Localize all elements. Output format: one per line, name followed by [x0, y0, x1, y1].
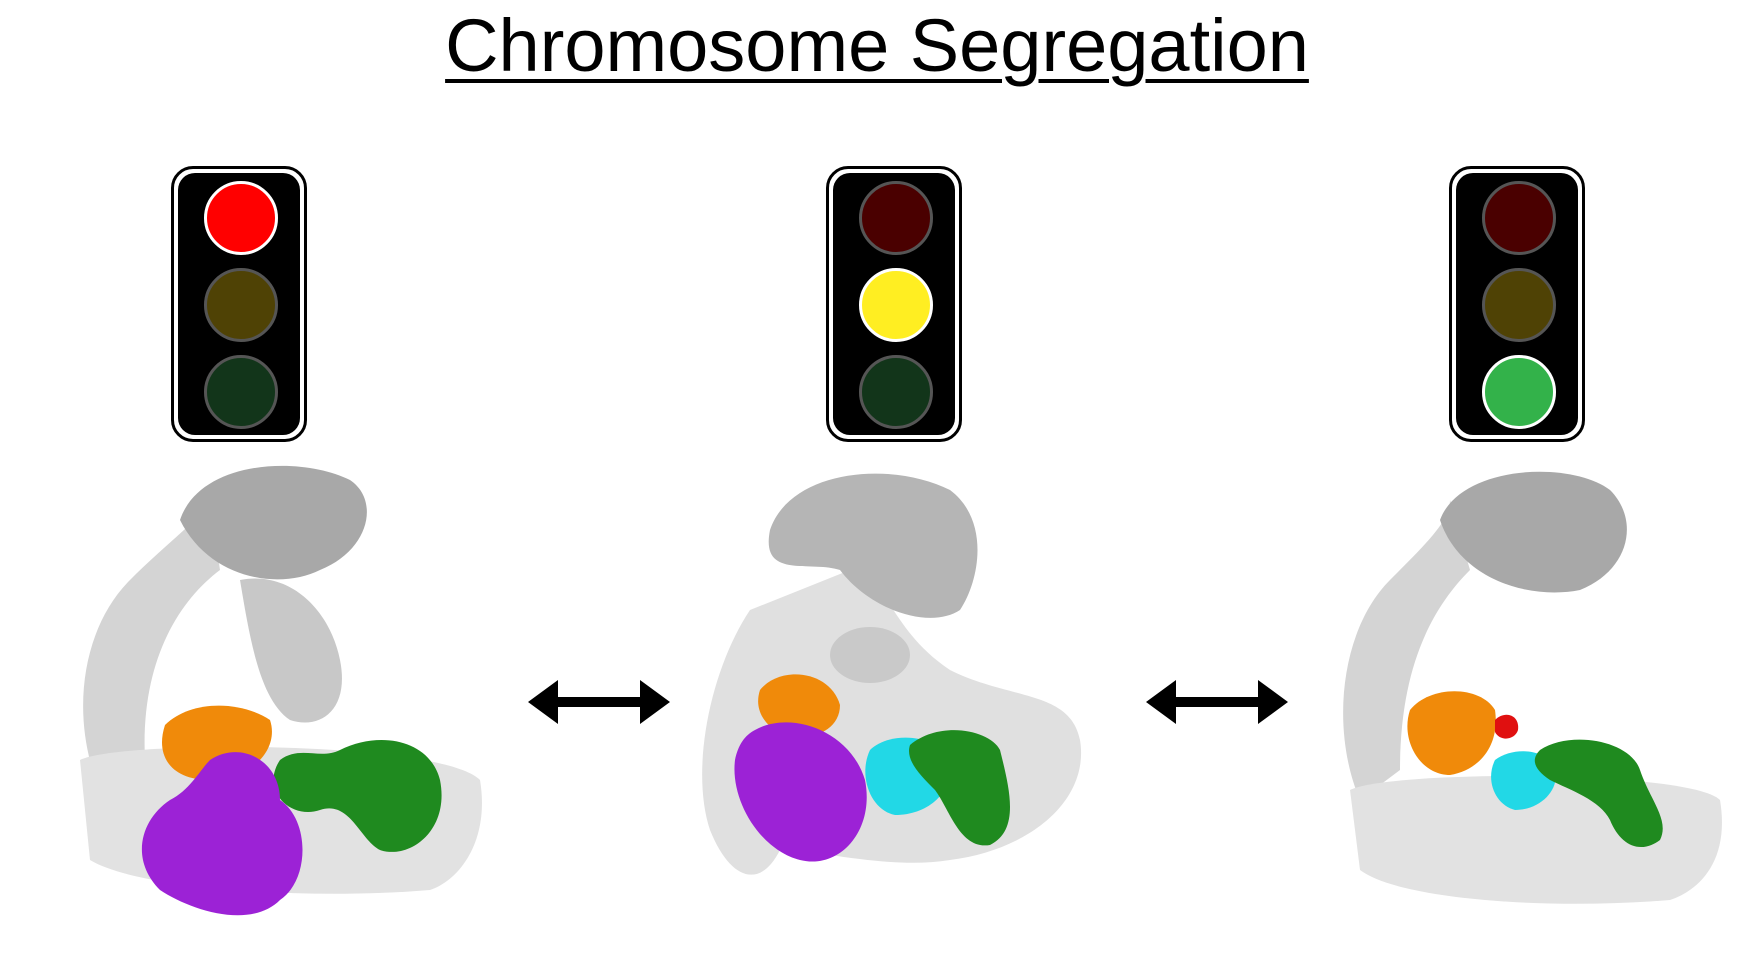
traffic-light-red: [171, 166, 307, 442]
lamp-red-off: [859, 181, 933, 255]
lamp-yellow-on: [859, 268, 933, 342]
protein-structure-right: [1343, 471, 1722, 904]
lamp-red-off: [1482, 181, 1556, 255]
double-arrow-icon: [1146, 680, 1288, 724]
traffic-light-yellow: [826, 166, 962, 442]
traffic-light-green: [1449, 166, 1585, 442]
double-arrow-icon: [528, 680, 670, 724]
lamp-green-on: [1482, 355, 1556, 429]
protein-structure-middle: [702, 473, 1082, 875]
lamp-yellow-off: [204, 268, 278, 342]
lamp-green-off: [204, 355, 278, 429]
lamp-yellow-off: [1482, 268, 1556, 342]
lamp-red-on: [204, 181, 278, 255]
figure-title: Chromosome Segregation: [445, 4, 1309, 87]
protein-structure-left: [80, 465, 482, 916]
lamp-green-off: [859, 355, 933, 429]
